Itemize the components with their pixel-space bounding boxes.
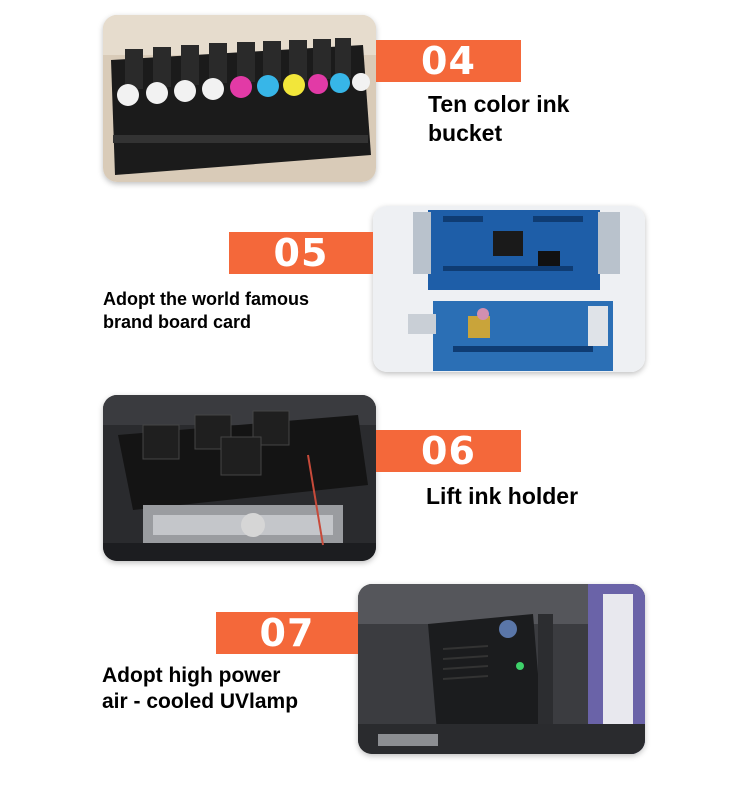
- feature-caption: Adopt the world famous brand board card: [103, 288, 309, 333]
- caption-line-2: bucket: [428, 119, 503, 146]
- uv-lamp-photo: [358, 584, 645, 754]
- caption-line-1: Lift ink holder: [426, 483, 579, 509]
- feature-caption: Adopt high power air - cooled UVlamp: [102, 663, 298, 716]
- circuit-board-photo: [373, 206, 645, 372]
- feature-number: 04: [421, 39, 476, 83]
- feature-caption: Lift ink holder: [426, 482, 578, 511]
- caption-line-1: Adopt the world famous: [103, 289, 309, 309]
- caption-line-2: air - cooled UVlamp: [102, 690, 299, 714]
- feature-number-badge: 04: [376, 39, 521, 83]
- feature-number-badge: 06: [376, 429, 521, 473]
- feature-number-badge: 07: [216, 611, 358, 655]
- feature-number-badge: 05: [229, 231, 373, 275]
- ink-bucket-photo: [103, 15, 376, 182]
- caption-line-1: Adopt high power: [102, 664, 281, 687]
- caption-line-2: brand board card: [103, 311, 252, 332]
- caption-line-1: Ten color ink: [428, 91, 570, 117]
- feature-number: 06: [421, 429, 476, 473]
- feature-caption: Ten color ink bucket: [428, 90, 569, 148]
- feature-number: 05: [273, 231, 329, 275]
- feature-number: 07: [259, 611, 315, 655]
- ink-holder-photo: [103, 395, 376, 561]
